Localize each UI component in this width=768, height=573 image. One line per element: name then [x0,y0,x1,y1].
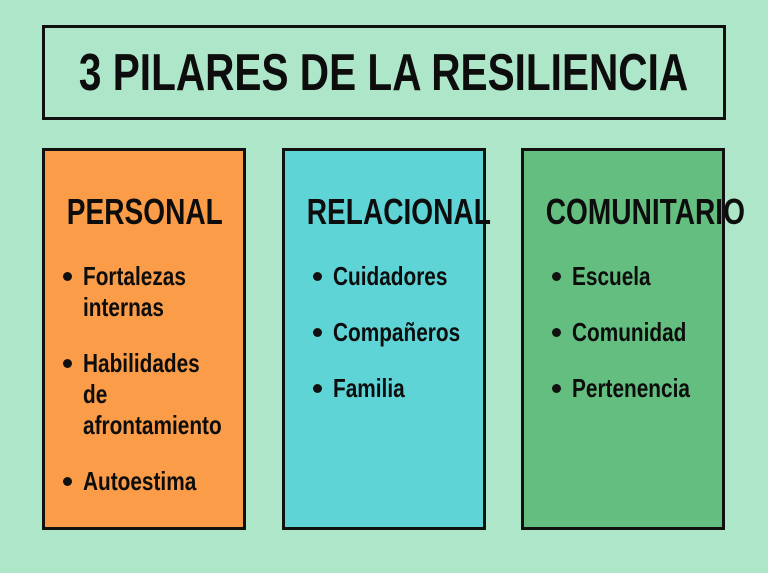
pillar-list: Cuidadores Compañeros Familia [313,261,483,429]
pillar-personal: PERSONAL Fortalezas internas Habilidades… [42,148,246,530]
bullet-icon [63,477,72,486]
pillar-heading: PERSONAL [66,191,223,232]
bullet-icon [313,384,322,393]
title-box: 3 PILARES DE LA RESILIENCIA [42,25,726,120]
bullet-icon [552,272,561,281]
list-item: Habilidades de afrontamiento [63,348,243,441]
bullet-icon [63,272,72,281]
pillar-heading: RELACIONAL [306,191,491,232]
bullet-icon [552,384,561,393]
list-item: Escuela [552,261,722,292]
list-item: Autoestima [63,466,243,497]
pillar-list: Escuela Comunidad Pertenencia [552,261,722,429]
list-item: Fortalezas internas [63,261,243,323]
pillar-heading: COMUNITARIO [545,191,745,232]
list-item: Familia [313,373,483,404]
list-item: Comunidad [552,317,722,348]
list-item: Cuidadores [313,261,483,292]
page-title: 3 PILARES DE LA RESILIENCIA [79,43,689,102]
bullet-icon [313,328,322,337]
bullet-icon [552,328,561,337]
list-item: Pertenencia [552,373,722,404]
list-item: Compañeros [313,317,483,348]
bullet-icon [313,272,322,281]
bullet-icon [63,359,72,368]
pillar-list: Fortalezas internas Habilidades de afron… [63,261,243,522]
pillar-relacional: RELACIONAL Cuidadores Compañeros Familia [282,148,491,530]
pillar-comunitario: COMUNITARIO Escuela Comunidad Pertenenci… [521,148,745,530]
